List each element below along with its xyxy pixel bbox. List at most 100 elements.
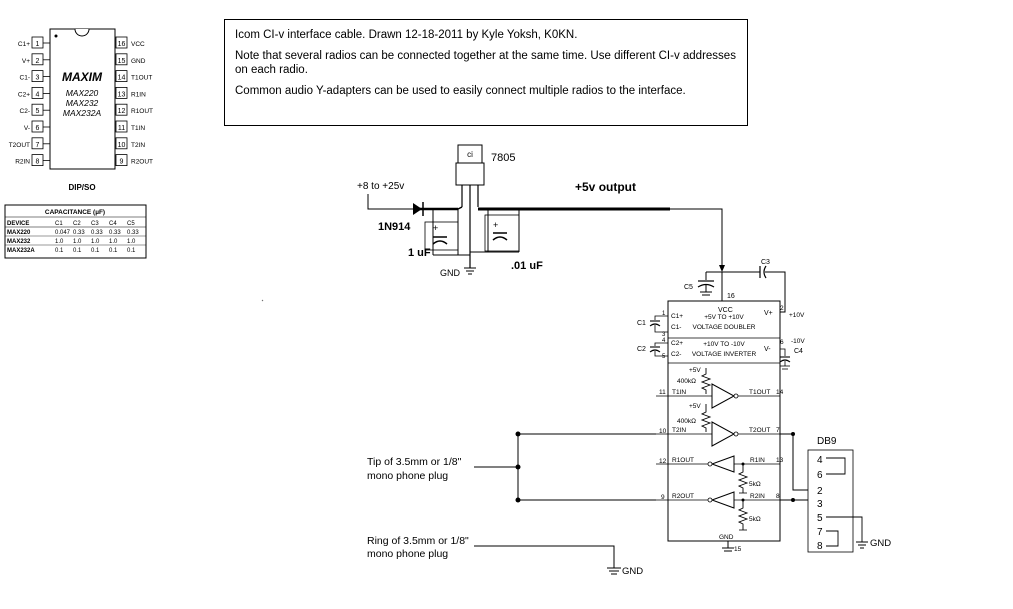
svg-text:+: + — [433, 223, 438, 233]
cap1-label: 1 uF — [408, 247, 431, 259]
table-cell-0-5: 0.33 — [127, 230, 139, 236]
pin-5-number: 5 — [36, 108, 40, 115]
pin12-num: 12 — [659, 458, 667, 465]
table-header-4: C4 — [109, 221, 117, 227]
doubler-range: +5V TO +10V — [704, 314, 744, 321]
db9-gnd-label: GND — [870, 538, 891, 549]
pinout-notch — [74, 28, 90, 37]
pin-9-label: R2OUT — [131, 159, 153, 166]
ps-ground-symbol — [464, 267, 476, 275]
diode-label: 1N914 — [378, 221, 411, 233]
pin-13-label: R1IN — [131, 91, 146, 98]
pin-11-label: T1IN — [131, 125, 145, 132]
pin1-dot — [54, 34, 58, 38]
ic-gnd-pin: 15 — [734, 546, 742, 553]
diode-1n914 — [413, 203, 422, 215]
pin-9-box — [115, 154, 128, 167]
pin9-num: 9 — [661, 494, 665, 501]
pin-12-box — [115, 103, 128, 116]
pin-12-label: R1OUT — [131, 108, 153, 115]
db9-body — [807, 449, 854, 553]
pin-3-box — [31, 70, 44, 82]
maxim-logo: MAXIM — [62, 70, 103, 84]
model-max220: MAX220 — [66, 88, 99, 98]
pin13-num: 13 — [776, 457, 784, 464]
t1out-label: T1OUT — [749, 389, 770, 396]
db9-pin-4: 4 — [817, 455, 823, 466]
pin-2-number: 2 — [36, 58, 40, 65]
pin-6-number: 6 — [36, 125, 40, 132]
pin-15-box — [115, 53, 128, 66]
db9-title: DB9 — [817, 436, 837, 447]
table-cell-2-4: 0.1 — [109, 248, 118, 254]
pin-2-label: V+ — [22, 58, 30, 65]
t2out-label: T2OUT — [749, 427, 770, 434]
table-cell-2-5: 0.1 — [127, 248, 136, 254]
pin-3-number: 3 — [36, 75, 40, 82]
pin-10-number: 10 — [118, 142, 126, 149]
table-cell-0-1: 0.047 — [55, 230, 71, 236]
pin-10-box — [115, 137, 128, 150]
vplus-label: V+ — [764, 310, 773, 317]
r1out-label: R1OUT — [672, 457, 694, 464]
cap2-label: .01 uF — [511, 260, 543, 272]
c3-label: C3 — [761, 259, 770, 266]
pin-13-number: 13 — [118, 91, 126, 98]
r1in-label: R1IN — [750, 457, 765, 464]
note-title: Icom CI-v interface cable. Drawn 12-18-2… — [235, 29, 578, 41]
pin-14-label: T1OUT — [131, 75, 152, 82]
db9-pin-2: 2 — [817, 486, 823, 497]
tip-label-line1: Tip of 3.5mm or 1/8" — [367, 456, 462, 468]
t2-pullup-label: +5V — [689, 403, 701, 410]
db9-pin-3: 3 — [817, 499, 823, 510]
pin-9-number: 9 — [120, 159, 124, 166]
pin-14-number: 14 — [118, 75, 126, 82]
c1m-label: C1- — [671, 324, 681, 331]
capacitor-1uf: + — [424, 209, 470, 256]
pin11-num: 11 — [659, 389, 666, 396]
pin-11-number: 11 — [118, 125, 125, 132]
ps-gnd-label: GND — [440, 268, 461, 278]
db9-pin-6: 6 — [817, 470, 823, 481]
pin1-num: 1 — [662, 311, 666, 317]
model-max232: MAX232 — [66, 98, 99, 108]
pin-16-number: 16 — [118, 41, 126, 48]
pin-14-box — [115, 70, 128, 82]
ic-pinout: MAXIM MAX220 MAX232 MAX232A DIP/SO 1C1+2… — [9, 28, 153, 192]
table-header-2: C2 — [73, 221, 81, 227]
pin8-num: 8 — [776, 493, 780, 500]
pin-1-label: C1+ — [18, 41, 30, 48]
pin-5-box — [31, 103, 44, 116]
pin-15-label: GND — [131, 58, 146, 65]
table-cell-0-2: 0.33 — [73, 230, 85, 236]
r2in-label: R2IN — [750, 493, 765, 500]
doubler-name: VOLTAGE DOUBLER — [693, 324, 756, 331]
description-note: Icom CI-v interface cable. Drawn 12-18-2… — [224, 19, 748, 126]
pin-12-number: 12 — [118, 108, 126, 115]
input-voltage-label: +8 to +25v — [357, 181, 404, 192]
pin-8-label: R2IN — [15, 159, 30, 166]
table-header-3: C3 — [91, 221, 99, 227]
regulator-7805 — [455, 162, 485, 186]
table-cell-2-0: MAX232A — [7, 248, 35, 254]
pin-4-box — [31, 87, 44, 99]
t2-resistor-label: 400kΩ — [677, 418, 696, 425]
table-header-1: C1 — [55, 221, 63, 227]
r2-resistor-label: 5kΩ — [749, 516, 761, 523]
pin-13-box — [115, 87, 128, 99]
vcc-pin: 16 — [727, 293, 735, 300]
pin-4-label: C2+ — [18, 91, 30, 98]
pin3-num: 3 — [662, 332, 666, 338]
pinout-body — [49, 28, 116, 170]
c1p-label: C1+ — [671, 313, 683, 320]
c2m-label: C2- — [671, 351, 681, 358]
pin-1-box — [31, 36, 44, 49]
table-header-0: DEVICE — [7, 221, 29, 227]
pin-7-box — [31, 137, 44, 150]
pin-2-box — [31, 53, 44, 66]
ring-label-line2: mono phone plug — [367, 548, 448, 560]
pin-7-number: 7 — [36, 142, 40, 149]
pin14-num: 14 — [776, 389, 784, 396]
t1-pullup-label: +5V — [689, 367, 701, 374]
